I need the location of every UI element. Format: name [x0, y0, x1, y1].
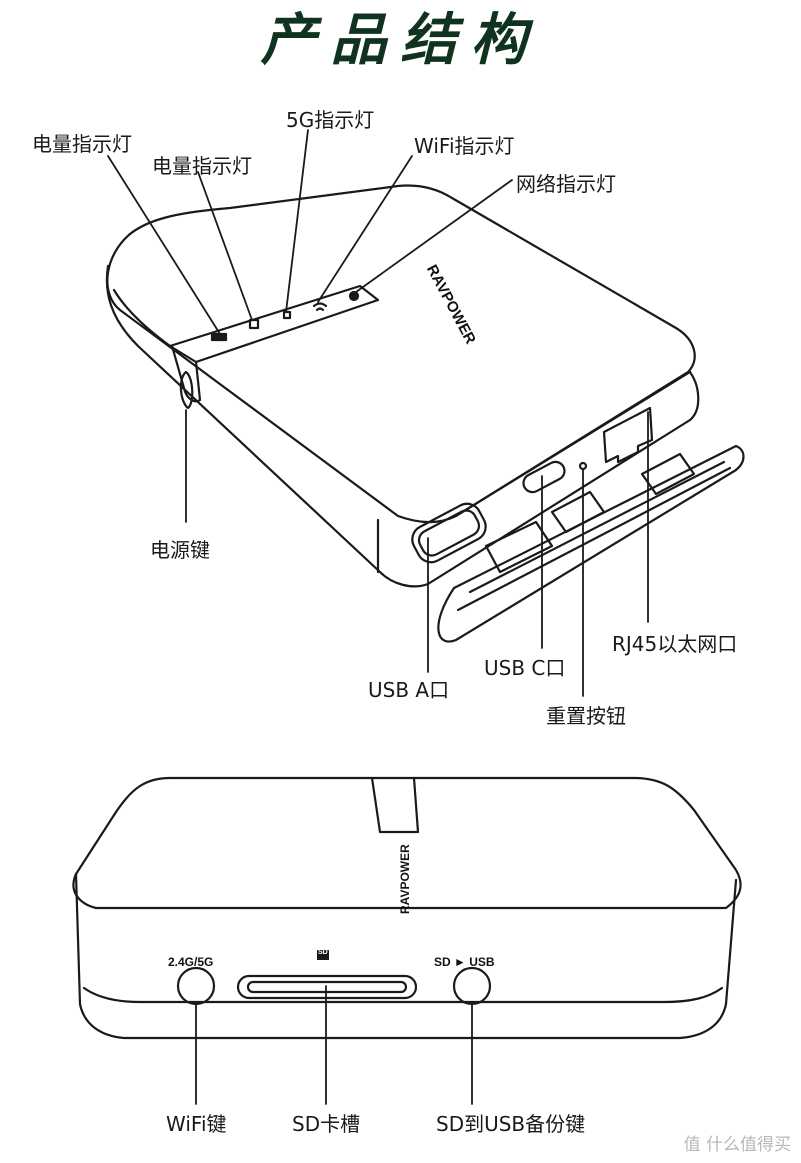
sd-icon-label: SD: [318, 949, 328, 956]
top-device-side: [105, 264, 700, 588]
bottom-device-strip: [370, 776, 420, 834]
top-device-side-edge: [112, 288, 172, 348]
top-device-indicator-strip: [168, 284, 380, 364]
led-5g-mark: [282, 310, 292, 320]
port-cover-plug-3: [640, 452, 696, 496]
top-device-strip-side: [170, 344, 202, 403]
label-5g-led: 5G指示灯: [286, 108, 375, 132]
port-cover-plug-1: [484, 520, 554, 574]
port-cover-inner: [456, 460, 732, 612]
battery-led-2: [248, 318, 260, 330]
rj45-port: [602, 406, 654, 464]
backup-key-shape: [452, 966, 492, 1006]
usb-a-port: [411, 502, 487, 564]
label-power-key: 电源键: [150, 538, 210, 562]
bottom-device-front: [74, 872, 738, 1040]
sd-usb-label: SD ► USB: [434, 955, 495, 969]
sd-icon-shape: [317, 950, 329, 960]
watermark-text: 值 什么值得买: [683, 1135, 791, 1155]
label-battery-led-2: 电量指示灯: [152, 154, 252, 178]
watermark: 值 什么值得买: [684, 1130, 791, 1155]
brand-bottom: RAVPOWER: [398, 844, 412, 914]
top-leader-lines: [107, 129, 649, 697]
net-led-mark: [348, 290, 360, 302]
label-sd-slot: SD卡槽: [292, 1112, 361, 1136]
bottom-leader-lines: [195, 985, 473, 1105]
label-wifi-key: WiFi键: [166, 1112, 227, 1136]
sd-slot-shape: [236, 974, 418, 1000]
usb-a-port-inner: [417, 509, 481, 557]
usb-c-port: [522, 460, 566, 494]
label-rj45: RJ45以太网口: [612, 632, 738, 656]
port-cover: [437, 444, 745, 643]
label-usb-a: USB A口: [368, 678, 450, 702]
label-reset: 重置按钮: [546, 704, 626, 728]
page-title: 产品结构: [260, 7, 541, 73]
top-device-front-face: [376, 370, 692, 574]
power-button-shape: [179, 370, 194, 410]
port-cover-plug-2: [550, 490, 606, 534]
bottom-device-top-face: [72, 776, 742, 910]
band-label: 2.4G/5G: [168, 955, 214, 969]
wifi-key-shape: [176, 966, 216, 1006]
sd-slot-inner: [246, 980, 408, 994]
top-device-top-face: [106, 184, 696, 524]
label-usb-c: USB C口: [484, 656, 566, 680]
wifi-led-mark: [312, 302, 328, 312]
label-backup-key: SD到USB备份键: [436, 1112, 586, 1136]
label-network-led: 网络指示灯: [516, 172, 616, 196]
label-wifi-led: WiFi指示灯: [414, 134, 515, 158]
label-battery-led-1: 电量指示灯: [32, 132, 132, 156]
bottom-device: [72, 776, 742, 1105]
battery-led-1: [210, 332, 228, 342]
top-device: [105, 129, 745, 697]
bottom-device-front-edge: [82, 986, 724, 1004]
reset-hole: [578, 461, 588, 471]
